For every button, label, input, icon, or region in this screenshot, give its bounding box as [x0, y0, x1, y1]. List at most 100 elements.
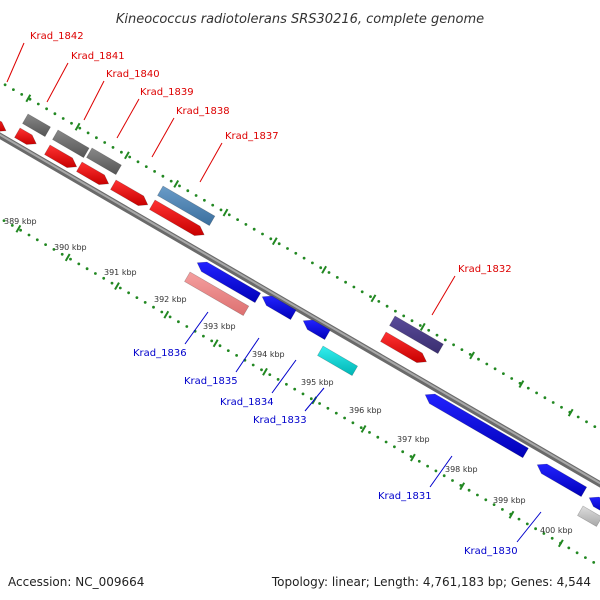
gene-krad-1832[interactable]: [389, 315, 444, 355]
kbp-label: 392 kbp: [154, 295, 187, 304]
gene-krad-1840b[interactable]: [44, 144, 78, 168]
gene-krad-1840[interactable]: [86, 147, 122, 176]
tick-dot: [476, 493, 479, 497]
gene-krad-1833[interactable]: [317, 345, 359, 377]
gene-label-krad-1841[interactable]: Krad_1841: [71, 51, 125, 62]
tick-mark: [271, 237, 278, 246]
tick-dot: [86, 131, 90, 135]
gene-krad-1837[interactable]: [157, 185, 216, 227]
tick-dot: [560, 405, 563, 409]
tick-dot: [417, 459, 421, 463]
gene-krad-1836b[interactable]: [196, 261, 262, 304]
leader-line: [235, 337, 260, 373]
tick-dot: [327, 271, 331, 274]
gene-krad-1835[interactable]: [261, 295, 297, 321]
gene-krad-1841[interactable]: [52, 129, 90, 159]
leader-line: [151, 117, 175, 158]
tick-dot: [344, 280, 347, 284]
tick-dot: [409, 455, 413, 458]
gene-label-krad-1835[interactable]: Krad_1835: [184, 376, 238, 387]
genome-backbone: [0, 132, 600, 488]
tick-dot: [227, 213, 231, 217]
tick-mark: [222, 208, 229, 217]
tick-dot: [585, 420, 588, 424]
gene-krad-1830[interactable]: [536, 463, 588, 498]
tick-dot: [61, 117, 65, 120]
gene-label-krad-1839[interactable]: Krad_1839: [140, 87, 194, 98]
tick-dot: [484, 498, 488, 502]
tick-dot: [551, 401, 555, 404]
tick-dot: [153, 170, 157, 173]
tick-mark: [25, 94, 32, 103]
gene-krad-1842[interactable]: [22, 113, 51, 138]
tick-dot: [435, 333, 439, 337]
gene-krad-1832b[interactable]: [380, 331, 427, 363]
gene-krad-1829-partial[interactable]: [588, 496, 600, 513]
tick-dot: [467, 488, 471, 492]
tick-dot: [260, 368, 263, 372]
tick-dot: [210, 339, 214, 343]
tick-dot: [276, 378, 280, 381]
tick-dot: [218, 344, 222, 348]
gene-label-krad-1836[interactable]: Krad_1836: [133, 348, 187, 359]
tick-mark: [410, 453, 416, 462]
tick-dot: [60, 252, 64, 256]
tick-dot: [377, 300, 381, 303]
tick-dot: [426, 464, 429, 468]
gene-krad-1841-partial[interactable]: [14, 127, 37, 145]
tick-dot: [236, 218, 240, 222]
gene-label-krad-1837[interactable]: Krad_1837: [225, 131, 279, 142]
gene-krad-1836[interactable]: [184, 271, 250, 317]
gene-krad-1843-partial[interactable]: [0, 114, 7, 132]
gene-krad-1834[interactable]: [302, 319, 331, 341]
gene-label-krad-1832[interactable]: Krad_1832: [458, 264, 512, 275]
gene-krad-1829b-partial[interactable]: [577, 505, 600, 527]
tick-dot: [434, 469, 438, 473]
tick-dot: [359, 426, 363, 429]
gene-label-krad-1840[interactable]: Krad_1840: [106, 69, 160, 80]
tick-dot: [261, 232, 264, 236]
tick-dot: [12, 88, 15, 91]
tick-mark: [370, 294, 377, 303]
tick-dot: [111, 146, 115, 149]
kbp-label: 397 kbp: [397, 435, 430, 444]
gene-krad-1831[interactable]: [424, 393, 529, 459]
tick-mark: [74, 122, 81, 131]
gene-label-krad-1830[interactable]: Krad_1830: [464, 546, 518, 557]
gene-label-krad-1831[interactable]: Krad_1831: [378, 491, 432, 502]
tick-dot: [143, 301, 147, 304]
tick-dot: [485, 362, 489, 366]
tick-dot: [402, 314, 406, 318]
gene-label-krad-1834[interactable]: Krad_1834: [220, 397, 274, 408]
kbp-label: 400 kbp: [540, 526, 573, 535]
gene-krad-1837b[interactable]: [149, 199, 205, 236]
tick-dot: [592, 561, 596, 564]
tick-dot: [27, 233, 31, 237]
tick-dot: [502, 372, 505, 375]
gene-krad-1839[interactable]: [76, 161, 110, 185]
tick-dot: [468, 353, 472, 356]
gene-label-krad-1838[interactable]: Krad_1838: [176, 106, 230, 117]
tick-dot: [70, 121, 73, 125]
tick-dot: [352, 285, 356, 289]
tick-dot: [567, 546, 571, 550]
tick-dot: [368, 431, 371, 434]
kbp-label: 398 kbp: [445, 465, 478, 474]
tick-dot: [77, 262, 81, 266]
gene-krad-1838[interactable]: [110, 179, 149, 206]
tick-dot: [427, 328, 431, 332]
leader-line: [83, 80, 105, 121]
accession-text: Accession: NC_009664: [8, 575, 144, 589]
tick-dot: [335, 276, 339, 279]
tick-dot: [178, 184, 181, 188]
tick-dot: [277, 242, 281, 246]
tick-dot: [286, 247, 289, 250]
tick-dot: [127, 291, 130, 295]
tick-dot: [135, 296, 139, 299]
tick-dot: [194, 194, 198, 197]
gene-label-krad-1842[interactable]: Krad_1842: [30, 31, 84, 42]
tick-dot: [385, 304, 389, 308]
tick-dot: [128, 155, 132, 159]
gene-label-krad-1833[interactable]: Krad_1833: [253, 415, 307, 426]
